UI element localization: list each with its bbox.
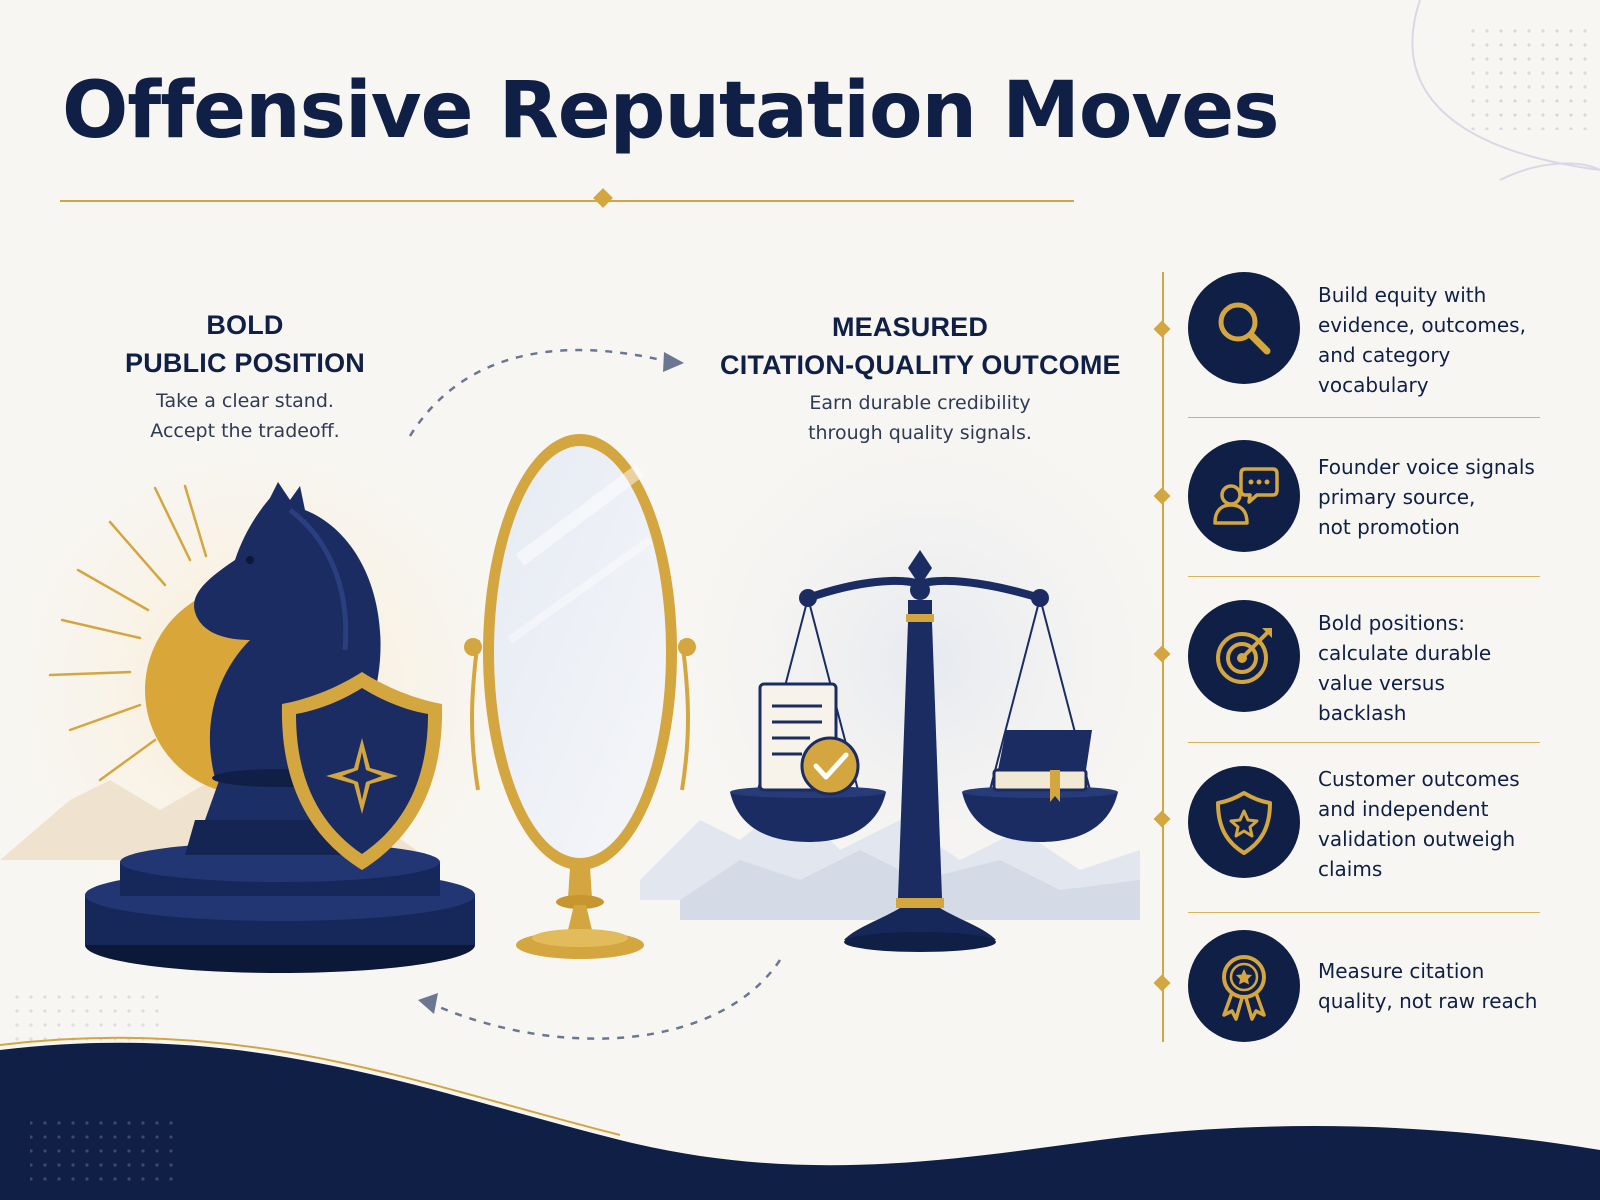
item-line: claims	[1318, 857, 1383, 881]
item-line: backlash	[1318, 701, 1407, 725]
list-item: Bold positions: calculate durable value …	[1188, 600, 1538, 750]
page-title: Offensive Reputation Moves	[62, 66, 1280, 156]
shield-star-emblem-icon	[281, 672, 443, 870]
measured-outcome-subtext-line-1: Earn durable credibility	[809, 392, 1031, 414]
item-line: validation outweigh	[1318, 827, 1516, 851]
item-divider	[1188, 576, 1540, 577]
item-line: Founder voice signals	[1318, 455, 1535, 479]
list-item: Build equity with evidence, outcomes, an…	[1188, 272, 1538, 422]
cycle-arrow-bottom	[418, 959, 782, 1040]
cycle-arrow-top	[408, 348, 684, 437]
bold-position-subtext-line-2: Accept the tradeoff.	[150, 420, 340, 442]
knight-scene	[0, 482, 475, 973]
item-line: Customer outcomes	[1318, 767, 1520, 791]
list-item: Customer outcomes and independent valida…	[1188, 766, 1538, 916]
list-item: Measure citation quality, not raw reach	[1188, 930, 1538, 1080]
award-ribbon-icon	[1188, 930, 1300, 1042]
item-divider	[1188, 742, 1540, 743]
item-text: Customer outcomes and independent valida…	[1318, 764, 1548, 884]
item-text: Build equity with evidence, outcomes, an…	[1318, 280, 1548, 400]
document-check-icon	[758, 682, 860, 796]
item-line: calculate durable	[1318, 641, 1492, 665]
balance-scale-icon	[640, 550, 1140, 952]
bold-position-subtext: Take a clear stand. Accept the tradeoff.	[100, 386, 390, 446]
title-divider	[60, 188, 1074, 208]
item-divider	[1188, 912, 1540, 913]
bold-position-subtext-line-1: Take a clear stand.	[156, 390, 334, 412]
measured-outcome-subtext-line-2: through quality signals.	[808, 422, 1032, 444]
item-line: Bold positions:	[1318, 611, 1465, 635]
sun-rays	[48, 484, 208, 782]
item-line: and independent	[1318, 797, 1489, 821]
book-icon	[992, 730, 1092, 802]
target-arrow-icon	[1188, 600, 1300, 712]
measured-outcome-heading-line-2: CITATION-QUALITY OUTCOME	[720, 350, 1121, 380]
measured-outcome-subtext: Earn durable credibility through quality…	[760, 388, 1080, 448]
item-line: value versus	[1318, 671, 1445, 695]
magnifier-icon	[1188, 272, 1300, 384]
item-text: Measure citation quality, not raw reach	[1318, 956, 1548, 1016]
bold-position-heading-line-1: BOLD	[206, 310, 284, 340]
item-divider	[1188, 417, 1540, 418]
shield-star-icon	[1188, 766, 1300, 878]
oval-mirror-icon	[464, 434, 696, 959]
item-text: Bold positions: calculate durable value …	[1318, 608, 1548, 728]
bold-position-heading-line-2: PUBLIC POSITION	[124, 348, 365, 378]
speaker-chat-icon	[1188, 440, 1300, 552]
item-line: primary source,	[1318, 485, 1476, 509]
measured-outcome-heading-line-1: MEASURED	[831, 312, 989, 342]
item-text: Founder voice signals primary source, no…	[1318, 452, 1548, 542]
item-line: vocabulary	[1318, 373, 1429, 397]
bold-position-heading: BOLD PUBLIC POSITION	[110, 306, 380, 382]
list-item: Founder voice signals primary source, no…	[1188, 440, 1538, 590]
item-line: evidence, outcomes,	[1318, 313, 1526, 337]
item-line: quality, not raw reach	[1318, 989, 1538, 1013]
item-line: not promotion	[1318, 515, 1460, 539]
measured-outcome-heading: MEASURED CITATION-QUALITY OUTCOME	[720, 308, 1121, 384]
item-line: Measure citation	[1318, 959, 1485, 983]
item-line: Build equity with	[1318, 283, 1487, 307]
item-line: and category	[1318, 343, 1451, 367]
